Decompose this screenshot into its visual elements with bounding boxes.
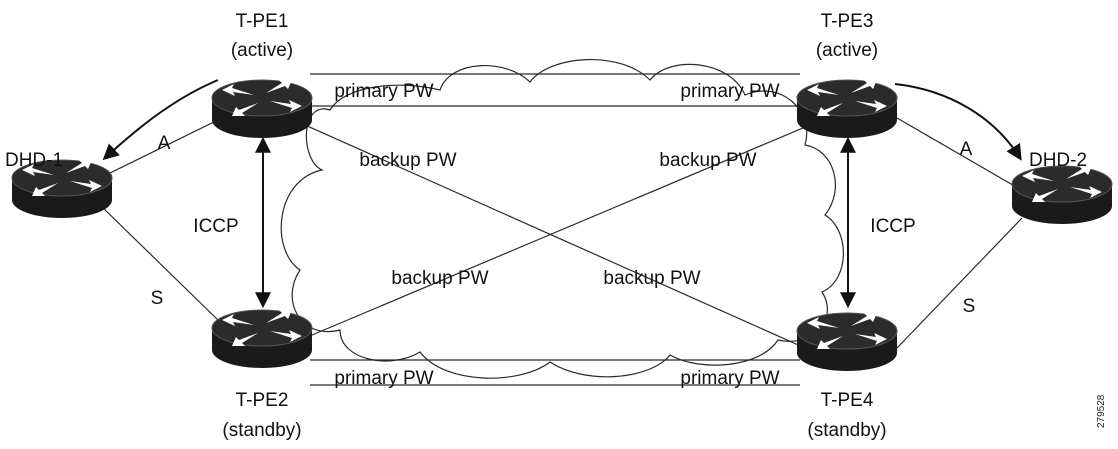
backup-pw-tpe2-tpe3 (304, 124, 811, 339)
active-arrow-right (894, 83, 1022, 161)
label-backup-pw-top-left: backup PW (359, 150, 456, 171)
label-primary-pw-bottom-right: primary PW (680, 368, 779, 389)
tpe2-state: (standby) (222, 420, 301, 441)
router-tpe4[interactable] (796, 312, 898, 372)
link-dhd1-tpe2 (99, 204, 221, 323)
router-tpe3[interactable] (796, 79, 898, 139)
tpe1-name: T-PE1 (236, 11, 289, 32)
tpe3-state: (active) (816, 40, 878, 61)
label-backup-pw-mid-right: backup PW (603, 268, 700, 289)
router-tpe2[interactable] (211, 309, 313, 369)
label-iccp-right: ICCP (870, 216, 915, 237)
tpe1-state: (active) (231, 40, 293, 61)
label-standby-right: S (963, 296, 976, 317)
link-dhd2-tpe4 (896, 217, 1023, 349)
label-backup-pw-mid-left: backup PW (391, 268, 488, 289)
router-dhd2[interactable] (1011, 165, 1113, 225)
tpe3-name: T-PE3 (821, 11, 874, 32)
label-standby-left: S (151, 288, 164, 309)
tpe4-name: T-PE4 (821, 390, 874, 411)
tpe2-name: T-PE2 (236, 390, 289, 411)
dhd1-name: DHD-1 (5, 150, 63, 171)
label-primary-pw-bottom-left: primary PW (334, 368, 433, 389)
label-primary-pw-top-left: primary PW (334, 81, 433, 102)
label-backup-pw-top-right: backup PW (659, 150, 756, 171)
backup-pw-tpe1-tpe4 (304, 124, 806, 349)
tpe4-state: (standby) (807, 420, 886, 441)
label-primary-pw-top-right: primary PW (680, 81, 779, 102)
active-arrow-left (102, 79, 219, 161)
dhd2-name: DHD-2 (1029, 150, 1087, 171)
core-cloud (280, 58, 844, 379)
link-dhd2-tpe3 (896, 117, 1019, 189)
link-dhd1-tpe1 (107, 117, 223, 175)
label-active-right: A (960, 139, 973, 160)
label-iccp-left: ICCP (193, 216, 238, 237)
router-tpe1[interactable] (211, 79, 313, 139)
figure-id: 279528 (1096, 394, 1107, 428)
label-active-left: A (158, 133, 171, 154)
